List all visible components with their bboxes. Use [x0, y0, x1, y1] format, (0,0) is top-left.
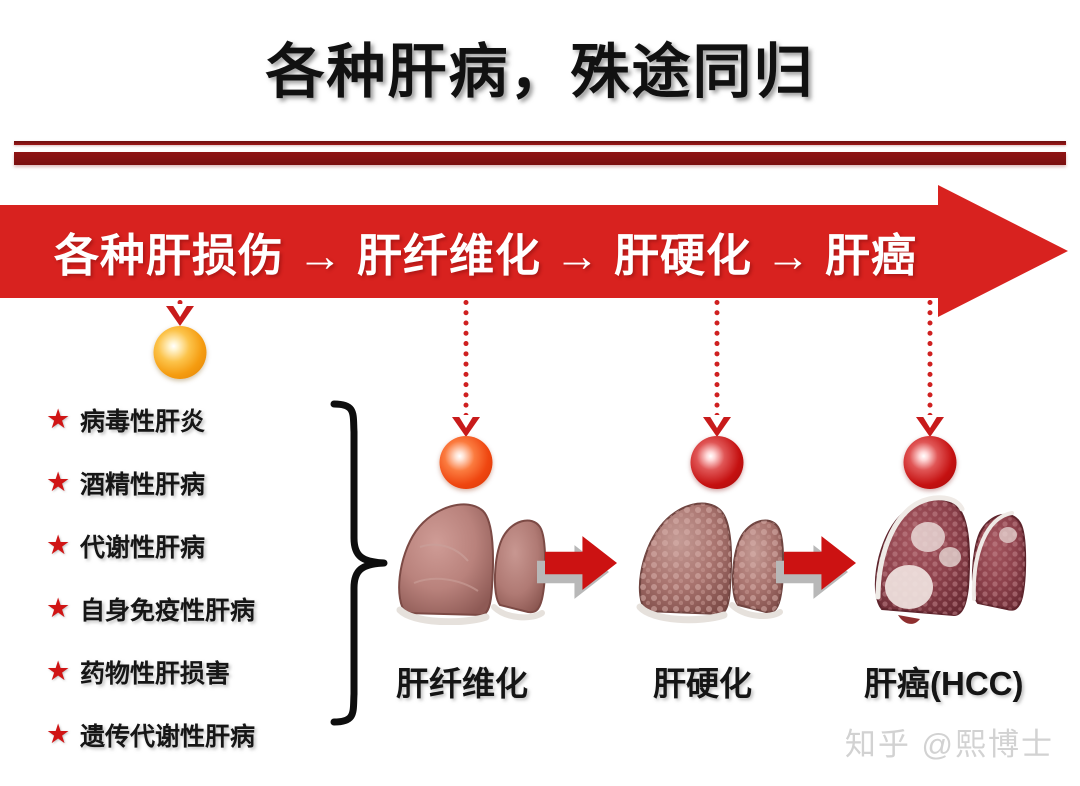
- star-icon: ★: [46, 719, 71, 749]
- stage-marker-sphere: [439, 436, 493, 489]
- stage-caption-hcc: 肝癌(HCC): [864, 665, 1024, 702]
- banner-body: [0, 205, 950, 298]
- marker-fibrosis: [431, 300, 501, 495]
- marker-hcc: [895, 300, 965, 495]
- list-item-label: 酒精性肝病: [80, 470, 206, 499]
- list-item: ★ 代谢性肝病: [46, 514, 376, 577]
- star-icon: ★: [46, 404, 71, 434]
- stage-marker-sphere: [903, 436, 957, 489]
- list-item: ★ 病毒性肝炎: [46, 388, 376, 451]
- divider-thin-rule: [14, 141, 1066, 145]
- list-item: ★ 药物性肝损害: [46, 640, 376, 703]
- liver-illustration-fibrosis: [390, 495, 555, 625]
- stage-marker-sphere: [690, 436, 744, 489]
- marker-cirrhosis: [682, 300, 752, 495]
- list-item-label: 代谢性肝病: [80, 533, 206, 562]
- dotted-connector: [714, 300, 720, 418]
- watermark: 知乎 @熙博士: [844, 727, 1054, 762]
- down-arrow-icon: [916, 415, 944, 437]
- liver-progression-row: [380, 495, 1080, 645]
- star-icon: ★: [46, 530, 71, 560]
- list-item-label: 药物性肝损害: [80, 659, 231, 688]
- title-divider: [14, 141, 1066, 165]
- divider-thick-rule: [14, 152, 1066, 165]
- down-arrow-icon: [452, 415, 480, 437]
- star-icon: ★: [46, 656, 71, 686]
- list-item-label: 遗传代谢性肝病: [80, 722, 256, 751]
- progression-banner: 各种肝损伤 → 肝纤维化 → 肝硬化 → 肝癌: [0, 185, 1080, 317]
- banner-arrowhead-icon: [938, 185, 1068, 317]
- list-item-label: 自身免疫性肝病: [80, 596, 256, 625]
- list-item: ★ 遗传代谢性肝病: [46, 703, 376, 766]
- marker-liver-injury: [145, 300, 215, 380]
- list-item-label: 病毒性肝炎: [80, 407, 206, 436]
- dotted-connector: [927, 300, 933, 418]
- stage-marker-sphere: [153, 326, 207, 379]
- banner-label: 各种肝损伤 → 肝纤维化 → 肝硬化 → 肝癌: [54, 230, 918, 281]
- liver-illustration-hcc: [862, 491, 1037, 631]
- down-arrow-icon: [166, 304, 194, 326]
- curly-brace-icon: [326, 398, 396, 728]
- star-icon: ★: [46, 593, 71, 623]
- liver-illustration-cirrhosis: [628, 495, 793, 625]
- down-arrow-icon: [703, 415, 731, 437]
- causes-list: ★ 病毒性肝炎 ★ 酒精性肝病 ★ 代谢性肝病 ★ 自身免疫性肝病 ★ 药物性肝…: [46, 388, 376, 766]
- list-item: ★ 酒精性肝病: [46, 451, 376, 514]
- star-icon: ★: [46, 467, 71, 497]
- stage-caption-cirrhosis: 肝硬化: [653, 665, 752, 702]
- stage-transition-arrow-1: [537, 535, 617, 599]
- stage-caption-fibrosis: 肝纤维化: [396, 665, 528, 702]
- dotted-connector: [463, 300, 469, 418]
- list-item: ★ 自身免疫性肝病: [46, 577, 376, 640]
- stage-transition-arrow-2: [776, 535, 856, 599]
- page-title: 各种肝病，殊途同归: [265, 39, 815, 105]
